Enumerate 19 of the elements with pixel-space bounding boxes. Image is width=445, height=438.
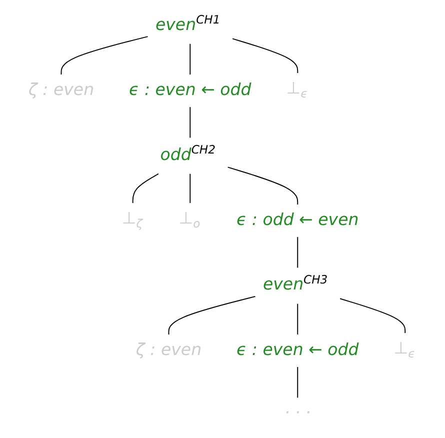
- node-text: odd$^{CH2}$: [160, 142, 216, 165]
- node-text: ϵ : odd ← even: [236, 210, 359, 230]
- connector: [232, 38, 298, 74]
- connector: [297, 303, 298, 335]
- connector: [168, 296, 256, 335]
- connector: [190, 106, 191, 138]
- connector: [190, 43, 191, 76]
- node-text: even$^{CH3}$: [262, 272, 328, 295]
- node-text: · · ·: [284, 404, 311, 423]
- connector: [297, 366, 298, 398]
- connector: [190, 173, 191, 204]
- node-text: ϵ : even ← odd: [236, 340, 359, 360]
- connector: [297, 236, 298, 268]
- connector: [132, 173, 159, 204]
- connector: [227, 166, 298, 205]
- connector: [60, 36, 148, 76]
- node-text: ϵ : even ← odd: [129, 80, 252, 100]
- node-text: even$^{CH1}$: [156, 12, 220, 35]
- connector: [340, 298, 406, 334]
